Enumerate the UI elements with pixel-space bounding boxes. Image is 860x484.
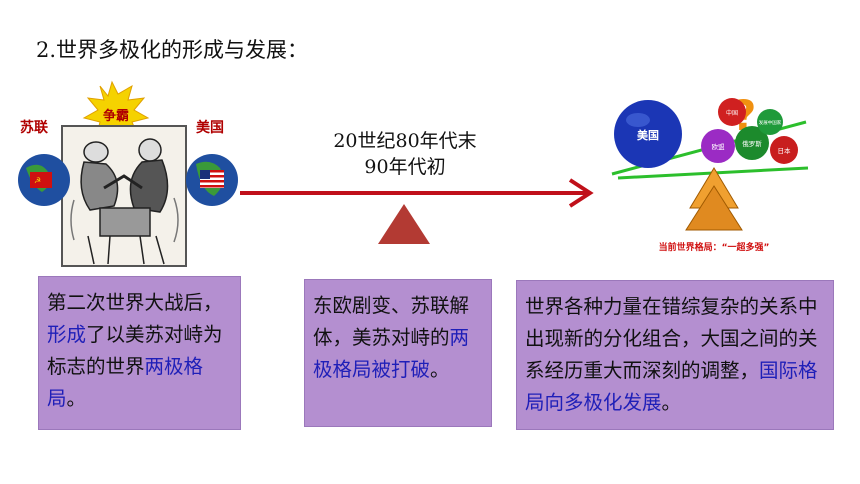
box1-text-2: 了以美苏对峙为标志的世界 <box>47 323 223 378</box>
timeline-arrow <box>240 178 594 208</box>
box2-text: 东欧剧变、苏联解体，美苏对峙的 <box>313 294 470 349</box>
info-box-bipolar: 第二次世界大战后， 形成了以美苏对峙为标志的世界两极格局。 <box>38 276 241 430</box>
ball-japan: 日本 <box>770 136 798 164</box>
multipolar-diagram: ? 美国 中国 欧盟 俄罗斯 发展中国家 日本 当前世界格局：“一超多强” <box>611 91 809 253</box>
cold-war-cartoon: 争霸 苏联 美国 ☭ <box>18 80 238 267</box>
ball-developing: 发展中国家 <box>757 109 783 135</box>
timeline-label-line1: 20世纪80年代末 <box>333 130 477 152</box>
cartoon-label-usa: 美国 <box>196 119 224 136</box>
ussr-globe: ☭ <box>18 154 70 206</box>
box1-highlight-bipolar: 两极格局 <box>47 355 204 410</box>
cartoon-banner: 争霸 <box>103 108 129 124</box>
svg-text:欧盟: 欧盟 <box>712 142 726 151</box>
svg-text:俄罗斯: 俄罗斯 <box>742 139 762 148</box>
ball-china: 中国 <box>718 98 746 126</box>
ball-eu: 欧盟 <box>701 129 735 163</box>
svg-text:中国: 中国 <box>726 109 738 117</box>
box1-text: 第二次世界大战后， <box>47 291 223 314</box>
svg-text:美国: 美国 <box>637 128 659 142</box>
box1-period: 。 <box>66 387 87 410</box>
ball-russia: 俄罗斯 <box>735 126 769 160</box>
box2-highlight: 两极格局被打破 <box>313 326 470 381</box>
fulcrum <box>685 167 743 231</box>
timeline-label-line2: 90年代初 <box>364 156 446 178</box>
diagram-caption: 当前世界格局：“一超多强” <box>659 241 770 253</box>
timeline-triangle <box>378 204 430 244</box>
svg-text:☭: ☭ <box>34 176 41 185</box>
ball-usa: 美国 <box>614 100 682 168</box>
info-box-multipolar: 世界各种力量在错综复杂的关系中出现新的分化组合，大国之间的关系经历重大而深刻的调… <box>516 280 834 430</box>
arm-wrestling-figures <box>70 138 179 265</box>
cartoon-label-ussr: 苏联 <box>20 119 49 136</box>
timeline-label: 20世纪80年代末 90年代初 <box>300 128 510 180</box>
box3-highlight: 国际格局向多极化发展 <box>525 359 818 414</box>
box3-period: 。 <box>661 391 682 414</box>
cartoon-frame <box>61 125 187 267</box>
svg-text:发展中国家: 发展中国家 <box>759 119 782 126</box>
slide-title: 2.世界多极化的形成与发展： <box>36 38 309 62</box>
box1-highlight-formed: 形成 <box>47 323 87 346</box>
box3-text: 世界各种力量在错综复杂的关系中出现新的分化组合，大国之间的关系经历重大而深刻的调… <box>525 295 818 382</box>
info-box-collapse: 东欧剧变、苏联解体，美苏对峙的两极格局被打破。 <box>304 279 492 427</box>
box2-period: 。 <box>430 358 450 381</box>
svg-text:日本: 日本 <box>778 146 792 155</box>
usa-globe <box>186 154 238 206</box>
